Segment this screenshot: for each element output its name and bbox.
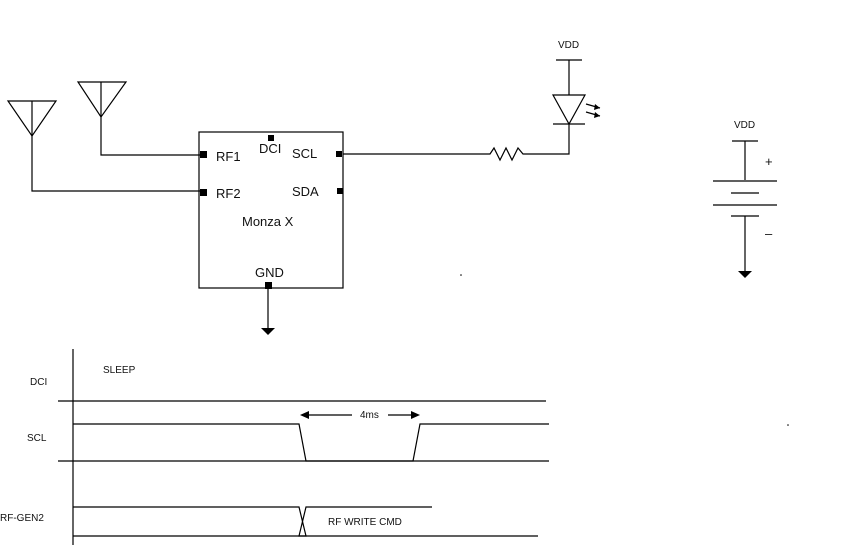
pin-scl-marker: [336, 151, 342, 157]
rf-gen2-waveform-right: [298, 506, 538, 537]
battery-plus-label: +: [765, 154, 773, 169]
pin-sda-marker: [337, 188, 343, 194]
pin-sda-label: SDA: [292, 184, 319, 199]
led-icon: [551, 59, 601, 126]
pin-rf1-marker: [200, 151, 207, 158]
pin-rf2-label: RF2: [216, 186, 241, 201]
pin-rf1-label: RF1: [216, 149, 241, 164]
chip-ground-icon: [261, 289, 275, 335]
pin-scl-label: SCL: [292, 146, 317, 161]
sleep-label: SLEEP: [103, 365, 136, 376]
rf-gen2-waveform-left: [73, 506, 307, 537]
rf-gen2-signal-label: RF-GEN2: [0, 513, 44, 524]
battery-vdd-label: VDD: [734, 120, 755, 131]
scl-waveform: [73, 423, 549, 462]
pin-rf2-marker: [200, 189, 207, 196]
pin-dci-label: DCI: [259, 141, 281, 156]
chip-name: Monza X: [242, 214, 294, 229]
led-vdd-label: VDD: [558, 40, 579, 51]
pin-gnd-label: GND: [255, 265, 284, 280]
antenna-rf2-icon: [6, 100, 204, 192]
dci-signal-label: DCI: [30, 377, 47, 388]
resistor-icon: [343, 124, 570, 162]
battery-icon: [713, 140, 777, 278]
interval-label: 4ms: [360, 410, 379, 421]
rf-write-cmd-label: RF WRITE CMD: [328, 517, 402, 528]
battery-minus-label: –: [765, 226, 773, 241]
scl-signal-label: SCL: [27, 433, 47, 444]
antenna-rf1-icon: [76, 81, 204, 156]
stray-dot: [787, 424, 789, 426]
pin-gnd-marker: [265, 282, 272, 289]
pin-dci-marker: [268, 135, 274, 141]
monza-x-chip: RF1 RF2 DCI SCL SDA Monza X GND: [198, 131, 344, 289]
interval-arrow: [300, 411, 420, 419]
timing-diagram: DCI SLEEP SCL 4ms RF-GEN2 RF WRITE CMD: [0, 349, 549, 545]
stray-dot: [460, 274, 462, 276]
